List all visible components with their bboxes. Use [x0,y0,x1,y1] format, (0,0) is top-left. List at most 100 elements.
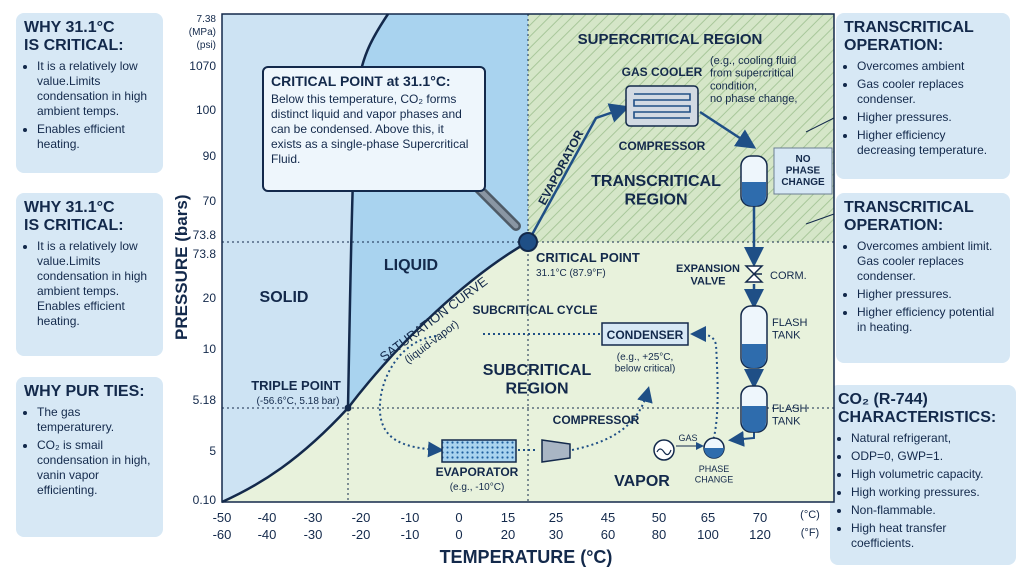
x-tick-label-f: 120 [749,527,771,542]
flash-tank-icon [740,305,768,369]
supercritical-label: SUPERCRITICAL REGION [578,31,763,48]
sublimation-curve [221,407,349,504]
compressor-top-label: COMPRESSOR [619,139,706,153]
info-box-item: Overcomes ambient limit. Gas cooler repl… [857,239,1002,284]
y-tick-label: 73.8 [193,228,217,242]
x-tick-label-f: 100 [697,527,719,542]
info-box-title: CO₂ (R-744) CHARACTERISTICS: [838,391,997,426]
x-unit-f: (°F) [801,527,819,539]
info-box-item: High working pressures. [851,485,1008,500]
y-tick-label: 73.8 [193,247,217,261]
critical-point-callout: CRITICAL POINT at 31.1°C: Below this tem… [262,66,486,192]
critical-point-marker [518,232,538,252]
info-box-item: It is a relatively low value.Limits cond… [37,59,155,119]
info-box-item: Higher efficiency decreasing temperature… [857,128,1002,158]
x-tick-label-c: -30 [304,510,323,525]
y-unit-line: (psi) [197,40,216,51]
x-axis-label: TEMPERATURE (°C) [440,547,613,567]
condenser-label: CONDENSER [607,328,684,342]
critical-point-label: CRITICAL POINT [536,250,640,265]
x-tick-label-c: -50 [213,510,232,525]
info-box-item: Overcomes ambient [857,59,1002,74]
info-box-title: TRANSCRITICAL OPERATION: [844,19,974,54]
x-unit-c: (°C) [800,509,820,521]
no-phase-change-box [773,147,833,195]
corm-label: CORM. [770,270,807,282]
receiver-tank-icon [740,155,768,207]
triple-point-sub: (-56.6°C, 5.18 bar) [257,396,340,407]
liquid-label: LIQUID [384,257,438,274]
info-box-right-3: CO₂ (R-744) CHARACTERISTICS: Natural ref… [830,385,1016,565]
gas-icon [653,439,675,461]
info-box-left-2: WHY 31.1°C IS CRITICAL: It is a relative… [16,193,163,356]
connector-line [805,213,835,225]
info-box-item: High volumetric capacity. [851,467,1008,482]
x-tick-label-f: -30 [304,527,323,542]
info-box-right-2: TRANSCRITICAL OPERATION: Overcomes ambie… [836,193,1010,363]
y-tick-label: 1070 [189,59,216,73]
y-tick-label: 5 [209,444,216,458]
critical-point-sub: 31.1°C (87.9°F) [536,268,606,279]
y-tick-label: 20 [203,291,217,305]
info-box-item: The gas temperaturery. [37,405,155,435]
gas-cooler-flow [699,110,757,149]
info-box-item: Natural refrigerant, [851,431,1008,446]
flash-tank-icon [740,385,768,433]
triple-point-label: TRIPLE POINT [251,378,341,393]
x-tick-label-c: 25 [549,510,563,525]
saturation-curve [347,240,529,409]
evaporator-box-note: (e.g., -10°C) [450,482,505,493]
gas-label: GAS [678,433,697,443]
info-box-item: Higher efficiency potential in heating. [857,305,1002,335]
wave-icon [656,448,672,456]
info-box-item: Non-flammable. [851,503,1008,518]
solid-label: SOLID [260,289,309,306]
info-box-left-1: WHY 31.1°C IS CRITICAL: It is a relative… [16,13,163,173]
y-unit-line: (MPa) [189,27,216,38]
y-axis-label: PRESSURE (bars) [172,195,191,340]
x-tick-label-c: -20 [352,510,371,525]
x-tick-label-f: 0 [455,527,462,542]
info-box-title: WHY 31.1°C IS CRITICAL: [24,199,124,234]
subcritical-flow-c [690,326,719,449]
subcritical-cycle-path [378,335,444,458]
y-tick-label: 90 [203,149,217,163]
callout-title: CRITICAL POINT at 31.1°C: [271,73,451,89]
subcritical-cycle-label: SUBCRITICAL CYCLE [472,303,597,317]
connector-line [805,117,835,133]
info-box-item: High heat transfer coefficients. [851,521,1008,551]
x-tick-label-c: -10 [401,510,420,525]
x-tick-label-c: -40 [258,510,277,525]
y-tick-label: 100 [196,103,216,117]
x-tick-label-f: -10 [401,527,420,542]
y-tick-label: 70 [203,194,217,208]
condenser-note: (e.g., +25°C,below critical) [615,352,676,375]
x-tick-label-f: -20 [352,527,371,542]
y-tick-label: 10 [203,342,217,356]
x-tick-label-c: 65 [701,510,715,525]
info-box-item: Enables efficient heating. [37,122,155,152]
x-tick-label-c: 0 [455,510,462,525]
x-tick-label-f: 60 [601,527,615,542]
info-box-title: TRANSCRITICAL OPERATION: [844,199,974,234]
y-tick-label: 0.10 [193,493,217,507]
compressor-icon [541,439,571,463]
gas-cooler-icon [625,85,699,127]
supercritical-region [528,14,834,242]
x-tick-label-f: -40 [258,527,277,542]
info-box-item: Higher pressures. [857,110,1002,125]
info-box-title: WHY 31.1°C IS CRITICAL: [24,19,124,54]
info-box-title: WHY PUR TIES: [24,383,145,400]
x-tick-label-f: 20 [501,527,515,542]
evaporator-box [441,439,517,463]
phase-change-fill [704,448,724,458]
callout-text: Below this temperature, CO₂ forms distin… [271,92,469,166]
